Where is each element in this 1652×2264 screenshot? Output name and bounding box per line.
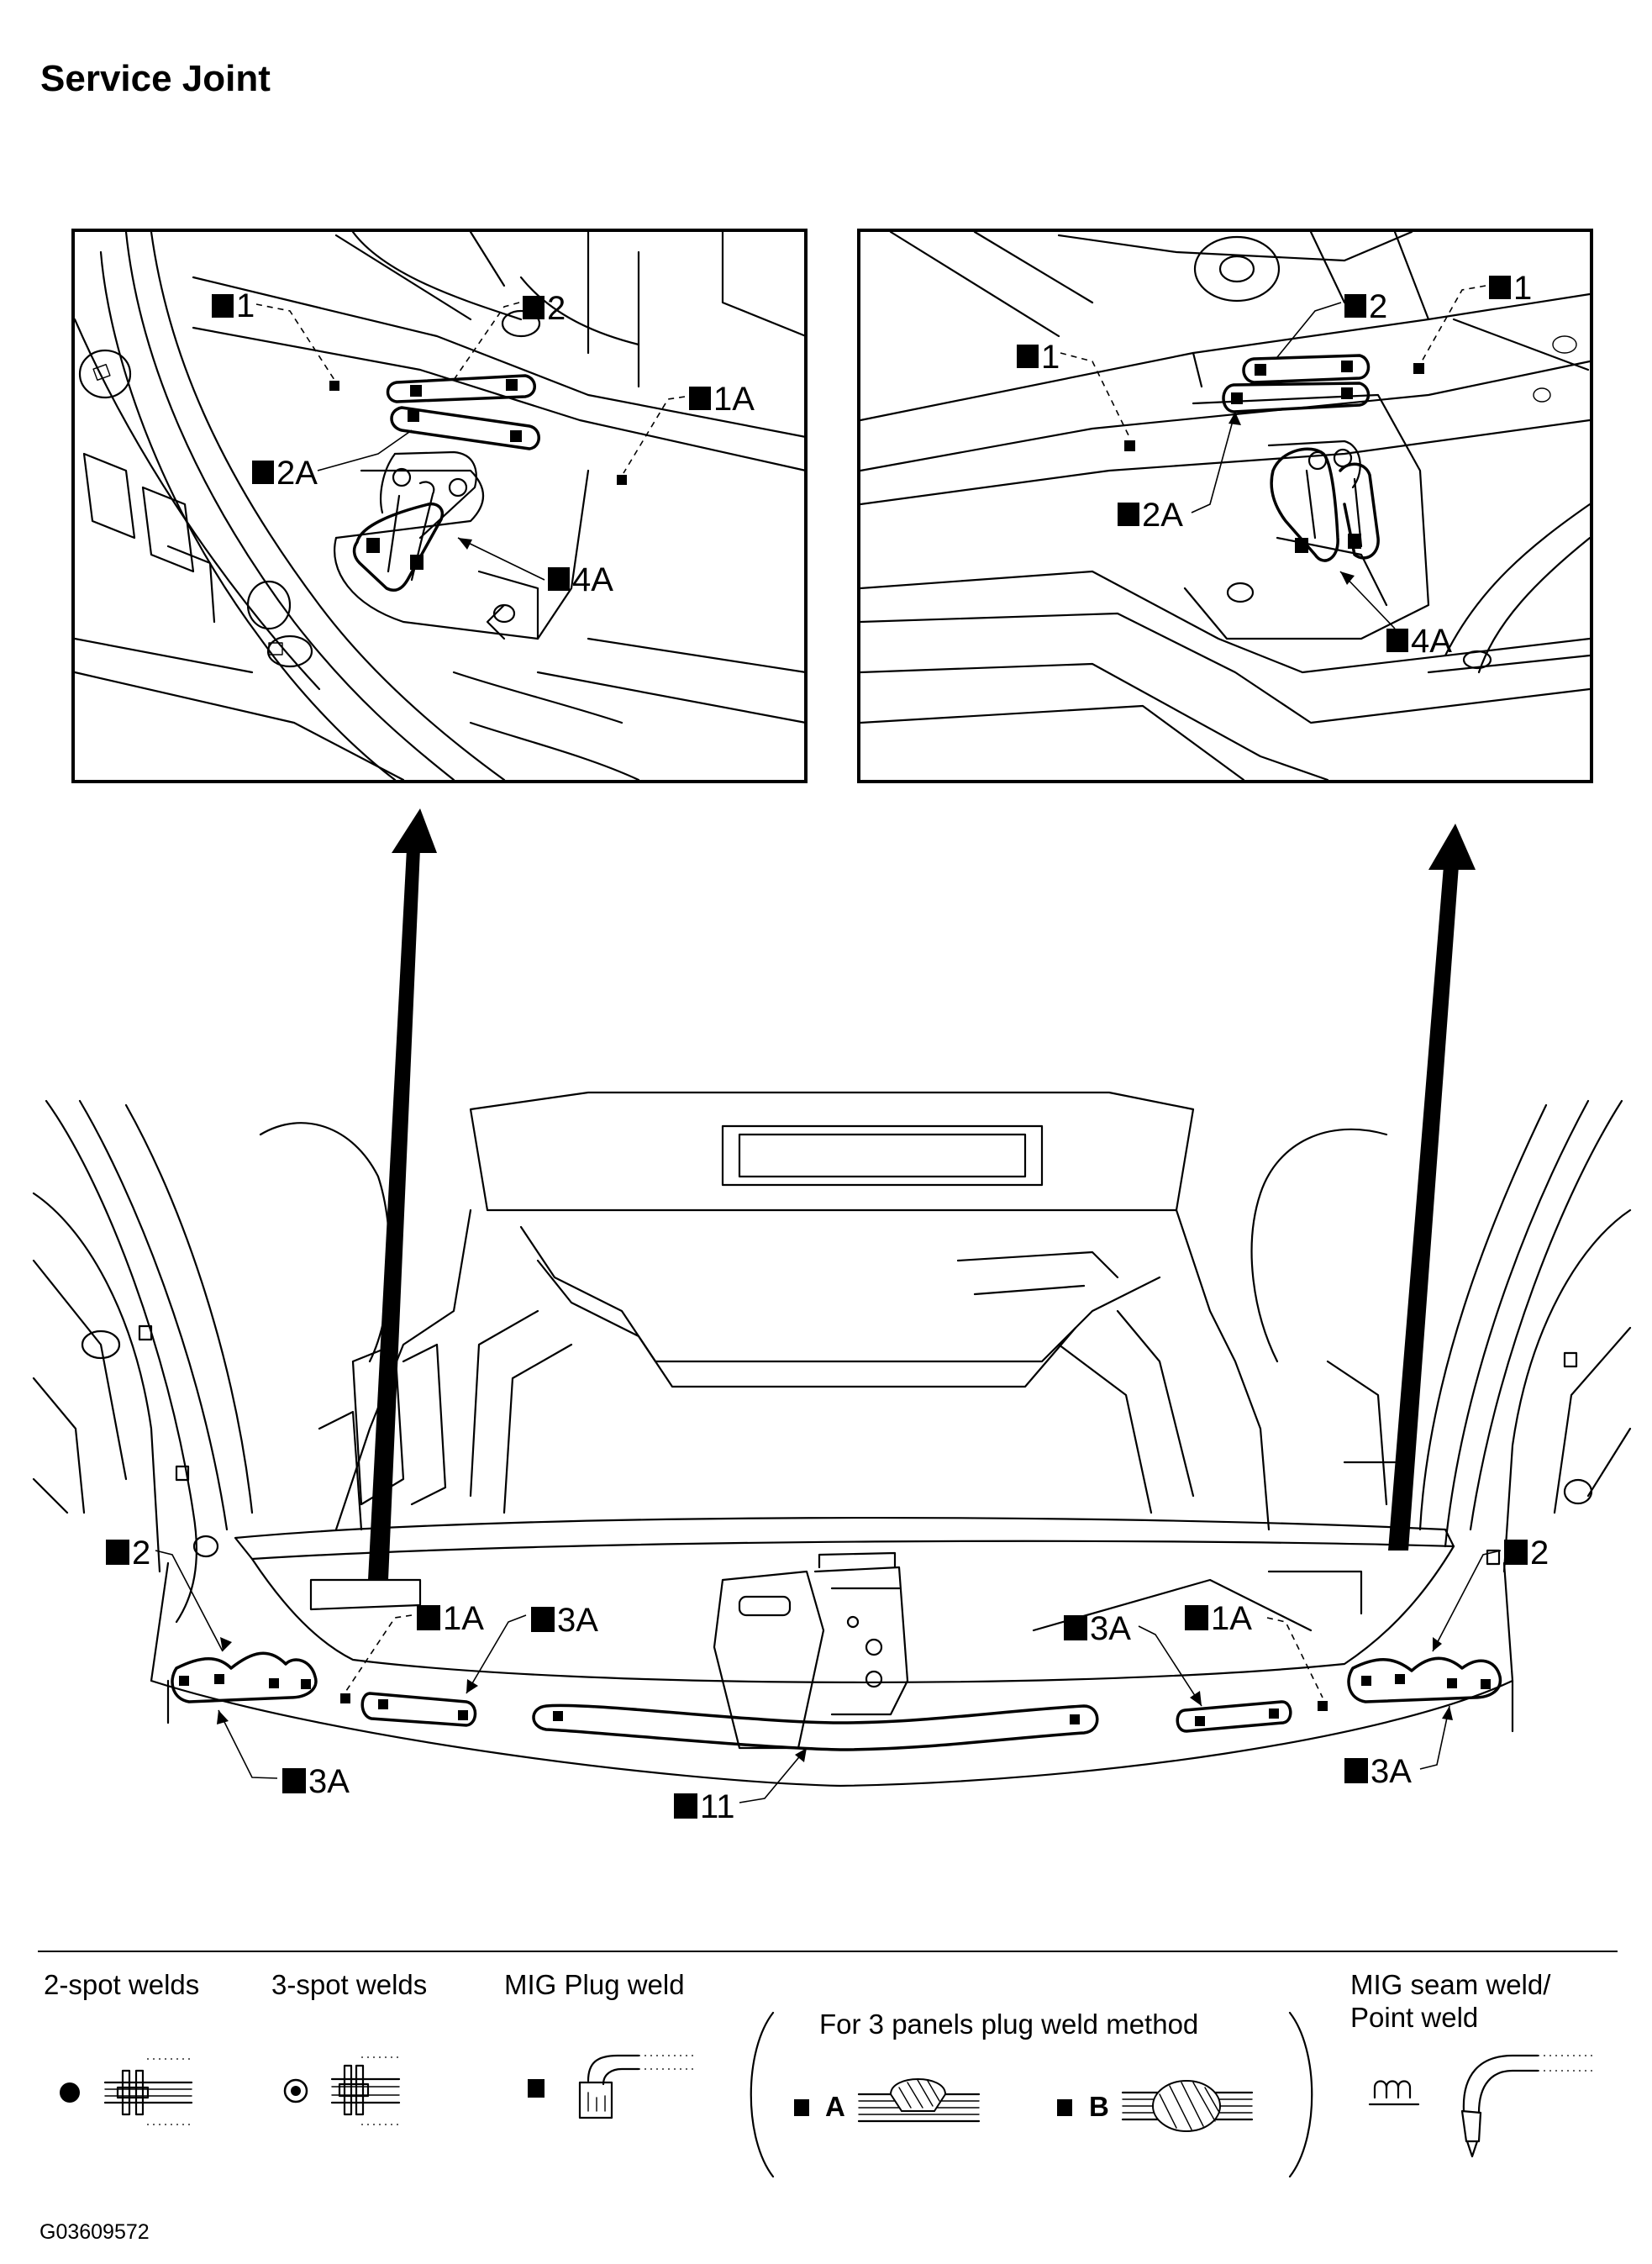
main-callout-11: 11 (700, 1788, 735, 1825)
left-parenthesis (750, 2011, 775, 2178)
legend-3-panel-label: For 3 panels plug weld method (819, 2009, 1198, 2040)
weld-legend: 2-spot welds 3-spot welds (38, 1951, 1618, 2244)
3-spot-diagram-icon (330, 2056, 402, 2125)
mig-plug-weld-symbol (528, 2079, 545, 2098)
main-callout-3a-left-bottom: 3A (308, 1763, 350, 1800)
page-title: Service Joint (40, 58, 271, 99)
right-parenthesis (1288, 2011, 1313, 2178)
right-callout-2a: 2A (1142, 497, 1183, 534)
main-callouts: 2 1A 3A 3A 3A 1A 2 3A 11 (106, 1535, 1549, 1825)
right-callout-4a: 4A (1411, 623, 1452, 660)
right-detail-drawing (859, 230, 1591, 782)
left-callout-1: 1 (236, 287, 255, 324)
right-callouts: 1 1 2 2A 4A (1017, 270, 1532, 660)
main-callout-3a-left-top: 3A (557, 1602, 598, 1639)
method-a-label: A (825, 2091, 845, 2122)
method-a-symbol (794, 2099, 809, 2116)
right-callout-1-left: 1 (1041, 339, 1060, 376)
2-spot-weld-symbol (60, 2082, 80, 2103)
left-detail-panel: 1 2 1A 2A 4A (71, 229, 808, 783)
legend-mig-plug-label: MIG Plug weld (504, 1969, 685, 2000)
zoom-arrows (368, 808, 1476, 1580)
right-detail-panel: 1 1 2 2A 4A (857, 229, 1593, 783)
mig-seam-torch-icon (1460, 2054, 1597, 2158)
main-callout-1a-right: 1A (1211, 1600, 1252, 1637)
method-b-symbol (1057, 2099, 1072, 2116)
figure-id: G03609572 (39, 2220, 150, 2244)
left-callout-1a: 1A (713, 381, 755, 418)
mig-seam-weld-symbol (1368, 2080, 1420, 2106)
right-callout-2: 2 (1369, 288, 1387, 325)
method-b-diagram-icon (1121, 2080, 1254, 2132)
legend-mig-seam-label-line2: Point weld (1350, 2002, 1478, 2033)
method-b-label: B (1089, 2091, 1109, 2122)
left-callout-2: 2 (547, 290, 566, 327)
left-callouts: 1 2 1A 2A 4A (212, 287, 755, 598)
method-a-diagram-icon (857, 2078, 981, 2123)
main-callout-3a-right-bottom: 3A (1371, 1753, 1412, 1790)
legend-3-spot-label: 3-spot welds (271, 1969, 427, 2000)
main-callout-2-left: 2 (132, 1535, 150, 1572)
main-callout-1a-left: 1A (443, 1600, 484, 1637)
right-callout-1-right: 1 (1513, 270, 1532, 307)
left-callout-4a: 4A (572, 561, 613, 598)
legend-2-spot-label: 2-spot welds (44, 1969, 199, 2000)
main-callout-2-right: 2 (1530, 1535, 1549, 1572)
main-underbody-view (32, 1091, 1632, 1788)
left-callout-2a: 2A (276, 455, 318, 492)
mig-plug-diagram-icon (578, 2054, 693, 2119)
left-detail-drawing (73, 230, 808, 782)
3-spot-weld-symbol (283, 2078, 308, 2103)
legend-mig-seam-label-line1: MIG seam weld/ (1350, 1969, 1551, 2000)
2-spot-diagram-icon (103, 2058, 193, 2125)
main-callout-3a-right-top: 3A (1090, 1610, 1131, 1647)
